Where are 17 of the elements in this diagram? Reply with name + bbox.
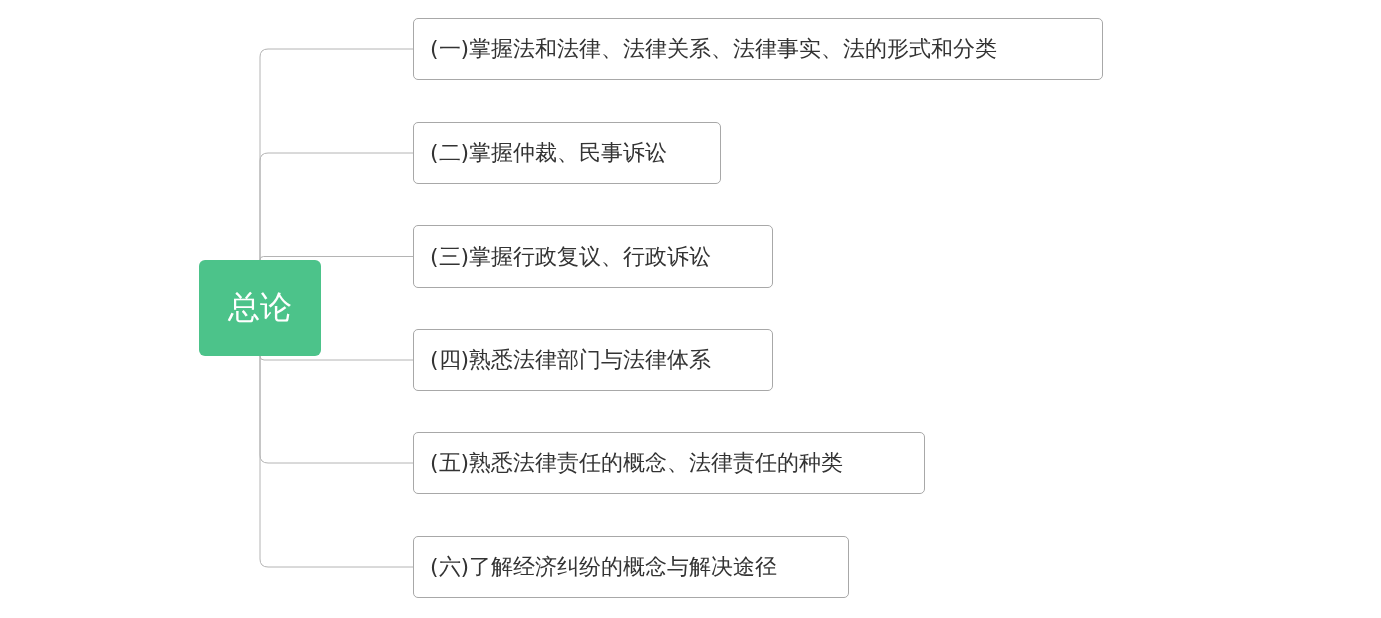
connector-line [259, 152, 414, 261]
root-topic-box [199, 260, 321, 356]
topic-text: (一)掌握法和法律、法律关系、法律事实、法的形式和分类 [430, 35, 998, 63]
connector-line [259, 256, 414, 261]
topic-text: (二)掌握仲裁、民事诉讼 [430, 139, 668, 167]
topic-text: 总论 [228, 287, 292, 328]
subtopic-box [413, 18, 1103, 80]
connector-line [259, 355, 414, 568]
topic-text: (四)熟悉法律部门与法律体系 [430, 346, 712, 374]
subtopic-box [413, 536, 849, 598]
topic-text: (六)了解经济纠纷的概念与解决途径 [430, 553, 778, 581]
topic-text: (三)掌握行政复议、行政诉讼 [430, 242, 712, 271]
topic-text: (五)熟悉法律责任的概念、法律责任的种类 [430, 449, 844, 477]
subtopic-box [413, 225, 773, 288]
subtopic-box [413, 432, 925, 494]
subtopic-box [413, 122, 721, 184]
subtopic-box [413, 329, 773, 391]
